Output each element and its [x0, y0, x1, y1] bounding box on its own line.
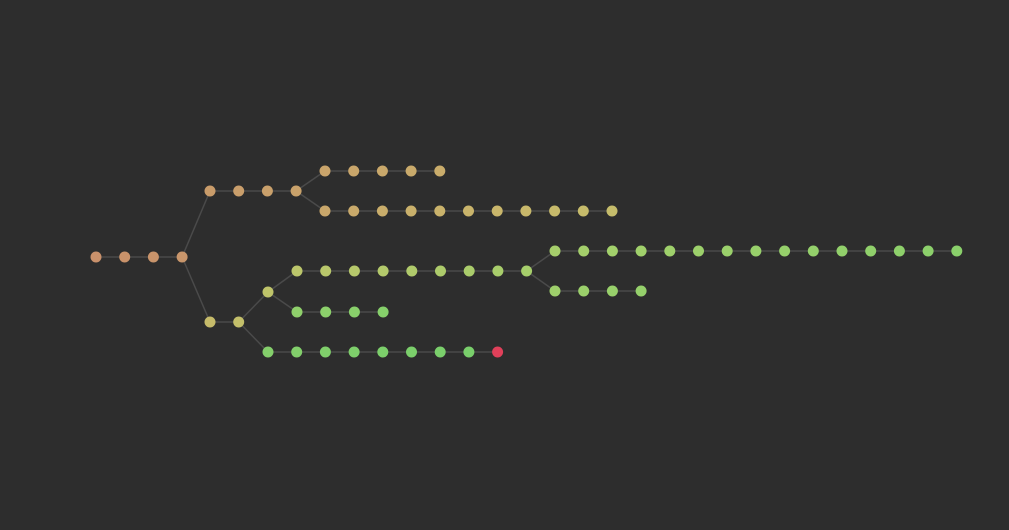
commit-node[interactable]: [606, 205, 618, 217]
commit-node[interactable]: [549, 205, 561, 217]
commit-node[interactable]: [262, 346, 274, 358]
commit-node[interactable]: [434, 346, 446, 358]
commit-node[interactable]: [90, 251, 102, 263]
commit-node[interactable]: [290, 185, 302, 197]
commit-node[interactable]: [119, 251, 131, 263]
commit-node[interactable]: [377, 306, 389, 318]
commit-node[interactable]: [635, 245, 647, 257]
commit-node[interactable]: [291, 265, 303, 277]
edges-layer: [96, 170, 957, 353]
commit-node[interactable]: [721, 245, 733, 257]
commit-node[interactable]: [204, 185, 216, 197]
commit-node[interactable]: [204, 316, 216, 328]
commit-node[interactable]: [376, 165, 388, 177]
commit-node[interactable]: [807, 245, 819, 257]
commit-node[interactable]: [348, 165, 360, 177]
commit-node[interactable]: [319, 346, 331, 358]
commit-node[interactable]: [262, 286, 274, 298]
commit-node[interactable]: [520, 205, 532, 217]
commit-node[interactable]: [779, 245, 791, 257]
commit-node[interactable]: [434, 205, 446, 217]
commit-node[interactable]: [434, 165, 446, 177]
commit-node[interactable]: [492, 346, 504, 358]
commit-node[interactable]: [893, 245, 905, 257]
commit-node[interactable]: [577, 205, 589, 217]
branch-connector-lower-a-side: [267, 291, 298, 313]
commit-node[interactable]: [606, 285, 618, 297]
commit-node[interactable]: [320, 306, 332, 318]
commit-node[interactable]: [521, 265, 533, 277]
commit-node[interactable]: [951, 245, 963, 257]
branch-connector-upper-top: [295, 170, 326, 192]
branch-connector-upper-long: [295, 190, 326, 212]
branch-connector-lower-b: [238, 321, 269, 353]
commit-node[interactable]: [348, 346, 360, 358]
branch-connector-lower-a-main-short: [526, 270, 556, 292]
commit-node[interactable]: [405, 205, 417, 217]
nodes-layer: [90, 165, 963, 358]
commit-node[interactable]: [377, 265, 389, 277]
commit-node[interactable]: [578, 245, 590, 257]
branch-connector-lower: [181, 256, 211, 323]
commit-node[interactable]: [348, 306, 360, 318]
commit-node[interactable]: [606, 245, 618, 257]
commit-node[interactable]: [320, 265, 332, 277]
commit-node[interactable]: [406, 265, 418, 277]
commit-node[interactable]: [865, 245, 877, 257]
commit-node[interactable]: [376, 205, 388, 217]
commit-node[interactable]: [492, 265, 504, 277]
commit-node[interactable]: [261, 185, 273, 197]
commit-node[interactable]: [664, 245, 676, 257]
commit-node[interactable]: [377, 346, 389, 358]
commit-node[interactable]: [922, 245, 934, 257]
commit-node[interactable]: [405, 165, 417, 177]
commit-node[interactable]: [491, 205, 503, 217]
commit-node[interactable]: [549, 285, 561, 297]
commit-node[interactable]: [549, 245, 561, 257]
branch-connector-lower-a-main: [267, 270, 298, 293]
commit-node[interactable]: [635, 285, 647, 297]
commit-node[interactable]: [291, 346, 303, 358]
commit-node[interactable]: [348, 205, 360, 217]
commit-node[interactable]: [463, 205, 474, 217]
commit-node[interactable]: [147, 251, 159, 263]
branch-connector-lower-a-main-long: [526, 250, 556, 272]
commit-node[interactable]: [435, 265, 446, 277]
commit-node[interactable]: [233, 316, 245, 328]
commit-node[interactable]: [693, 245, 704, 257]
commit-node[interactable]: [578, 285, 590, 297]
commit-node[interactable]: [319, 165, 331, 177]
commit-node[interactable]: [463, 265, 475, 277]
commit-node[interactable]: [176, 251, 188, 263]
commit-node[interactable]: [836, 245, 848, 257]
commit-node[interactable]: [348, 265, 360, 277]
commit-node[interactable]: [750, 245, 762, 257]
commit-node[interactable]: [319, 205, 331, 217]
commit-node[interactable]: [463, 346, 475, 358]
commit-node[interactable]: [406, 346, 417, 358]
commit-node[interactable]: [233, 185, 245, 197]
branch-connector-lower-a: [238, 291, 269, 323]
commit-node[interactable]: [291, 306, 303, 318]
branch-connector-upper: [181, 190, 211, 258]
